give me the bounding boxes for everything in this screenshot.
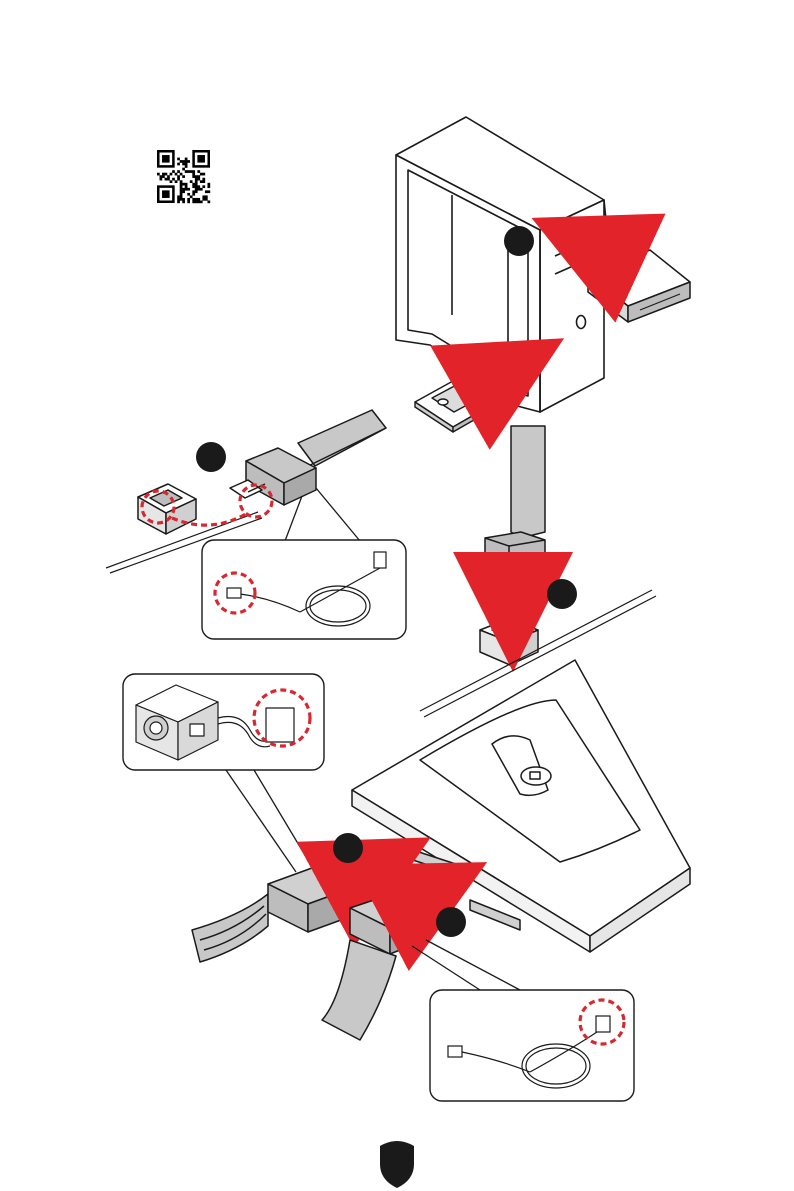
callout-line <box>254 770 315 872</box>
sata-data-cable <box>138 410 386 534</box>
callout-line <box>226 770 296 872</box>
step-badge <box>504 226 534 256</box>
sata-data-cable-vertical <box>480 426 545 665</box>
callout-line <box>426 940 520 990</box>
step-badge <box>196 442 226 472</box>
shield-logo-icon <box>380 1141 414 1188</box>
step-badge <box>436 907 466 937</box>
step-badge <box>547 579 577 609</box>
callout-box-sata-cable <box>202 540 406 639</box>
callout-line <box>412 946 480 990</box>
callout-box-hdd-cable <box>430 990 634 1101</box>
sata-power-cable <box>192 868 352 962</box>
arrow-power-connector <box>330 866 378 892</box>
callout-line <box>316 488 360 541</box>
qr-code-icon <box>157 150 210 203</box>
step-badge <box>333 833 363 863</box>
callout-box-psu <box>123 674 324 770</box>
